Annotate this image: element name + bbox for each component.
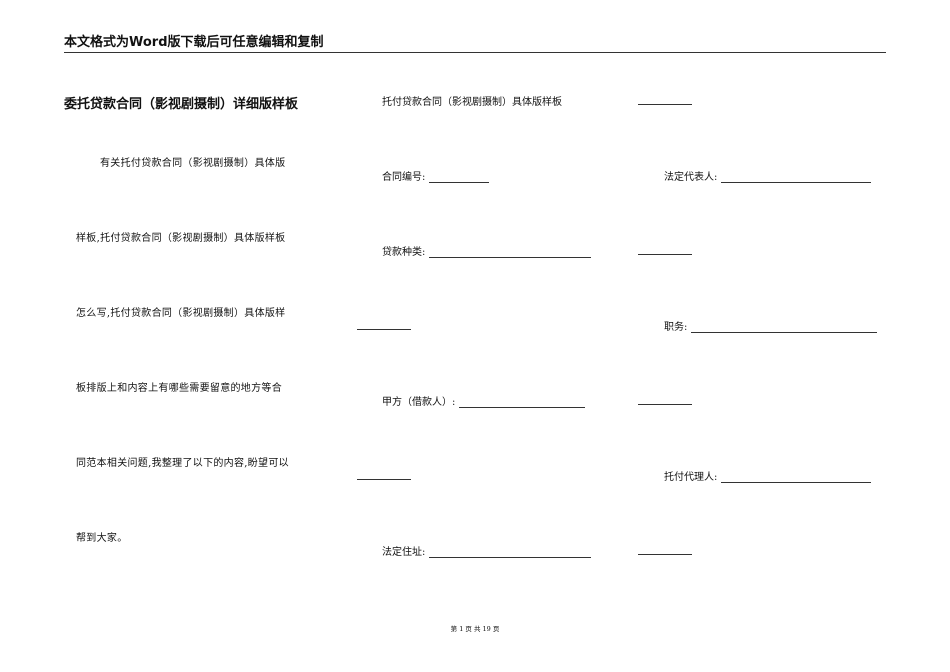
blank-line [357, 478, 411, 480]
party-a-field: 甲方（借款人）: [382, 393, 586, 408]
paragraph-line-3: 怎么写,托付贷款合同（影视剧摄制）具体版样 [76, 308, 286, 319]
paragraph-line-5: 同范本相关问题,我整理了以下的内容,盼望可以 [76, 458, 289, 469]
paragraph-line-2: 样板,托付贷款合同（影视剧摄制）具体版样板 [76, 233, 286, 244]
blank-line [357, 328, 411, 330]
party-a-line [459, 397, 586, 408]
page-number: 第 1 页 共 19 页 [450, 625, 500, 633]
form-heading: 托付贷款合同（影视剧摄制）具体版样板 [382, 97, 562, 108]
blank-line [638, 553, 692, 555]
legal-representative-field: 法定代表人: [664, 168, 872, 183]
address-field: 法定住址: [382, 543, 592, 558]
paragraph-line-1: 有关托付贷款合同（影视剧摄制）具体版 [100, 158, 286, 169]
contract-number-line [429, 172, 490, 183]
address-line [429, 547, 592, 558]
document-header: 本文格式为Word版下载后可任意编辑和复制 [64, 36, 886, 53]
legal-representative-label: 法定代表人: [664, 172, 718, 183]
header-text: 本文格式为Word版下载后可任意编辑和复制 [64, 35, 324, 50]
paragraph-line-4: 板排版上和内容上有哪些需要留意的地方等合 [76, 383, 282, 394]
agent-label: 托付代理人: [664, 472, 718, 483]
contract-number-label: 合同编号: [382, 172, 426, 183]
blank-line [638, 253, 692, 255]
agent-line [721, 472, 872, 483]
party-a-label: 甲方（借款人）: [382, 397, 456, 408]
paragraph-line-6: 帮到大家。 [76, 533, 128, 544]
page-footer: 第 1 页 共 19 页 [0, 623, 950, 633]
loan-type-field: 贷款种类: [382, 243, 592, 258]
blank-line [638, 403, 692, 405]
loan-type-line [429, 247, 592, 258]
loan-type-label: 贷款种类: [382, 247, 426, 258]
position-field: 职务: [664, 318, 878, 333]
position-line [691, 322, 878, 333]
address-label: 法定住址: [382, 547, 426, 558]
legal-representative-line [721, 172, 872, 183]
agent-field: 托付代理人: [664, 468, 872, 483]
document-title: 委托贷款合同（影视剧摄制）详细版样板 [64, 97, 299, 112]
contract-number-field: 合同编号: [382, 168, 490, 183]
blank-line [638, 103, 692, 105]
position-label: 职务: [664, 322, 688, 333]
